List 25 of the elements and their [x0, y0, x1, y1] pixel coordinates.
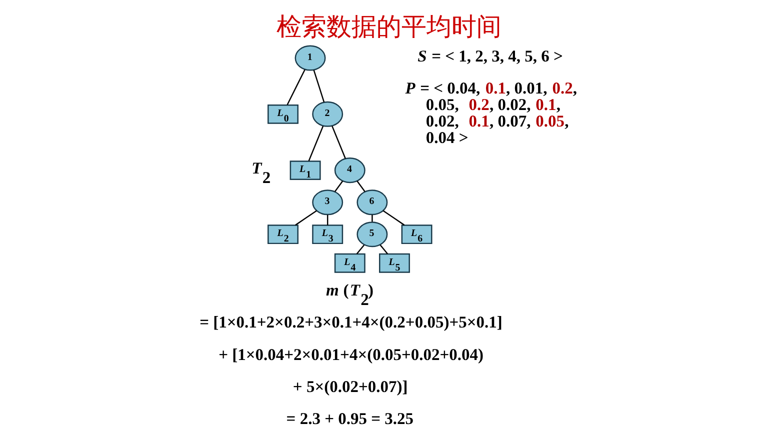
connector	[326, 214, 328, 226]
connector	[332, 126, 346, 159]
node-ellipse: 3	[312, 190, 344, 216]
node-ellipse: 6	[356, 190, 388, 216]
label: + 5×(0.02+0.07)]	[292, 376, 408, 396]
connector	[356, 244, 365, 254]
connector	[382, 210, 405, 226]
connector	[286, 69, 306, 106]
node-ellipse: 1	[294, 45, 326, 71]
connector	[334, 180, 344, 192]
label: S = < 1, 2, 3, 4, 5, 6 >	[418, 46, 563, 66]
node-ellipse: 2	[312, 101, 344, 127]
connector	[380, 244, 388, 254]
label: = [1×0.1+2×0.2+3×0.1+4×(0.2+0.05)+5×0.1]	[200, 312, 502, 332]
label: = 2.3 + 0.95 = 3.25	[286, 409, 414, 428]
diagram-title: 检索数据的平均时间	[276, 14, 502, 41]
label: + [1×0.04+2×0.01+4×(0.05+0.02+0.04)	[218, 344, 484, 364]
connector	[295, 210, 317, 226]
label: P = < 0.04, 0.1, 0.01, 0.2, 0.05, 0.2, 0.02, 0.1, 0.02, 0.1, 0.07, 0.05, 0.04 >	[405, 78, 577, 148]
node-ellipse: 4	[334, 158, 366, 184]
connector	[372, 214, 373, 222]
connector	[308, 126, 324, 162]
connector	[313, 70, 325, 102]
node-ellipse: 5	[356, 222, 388, 248]
connector	[356, 180, 366, 192]
